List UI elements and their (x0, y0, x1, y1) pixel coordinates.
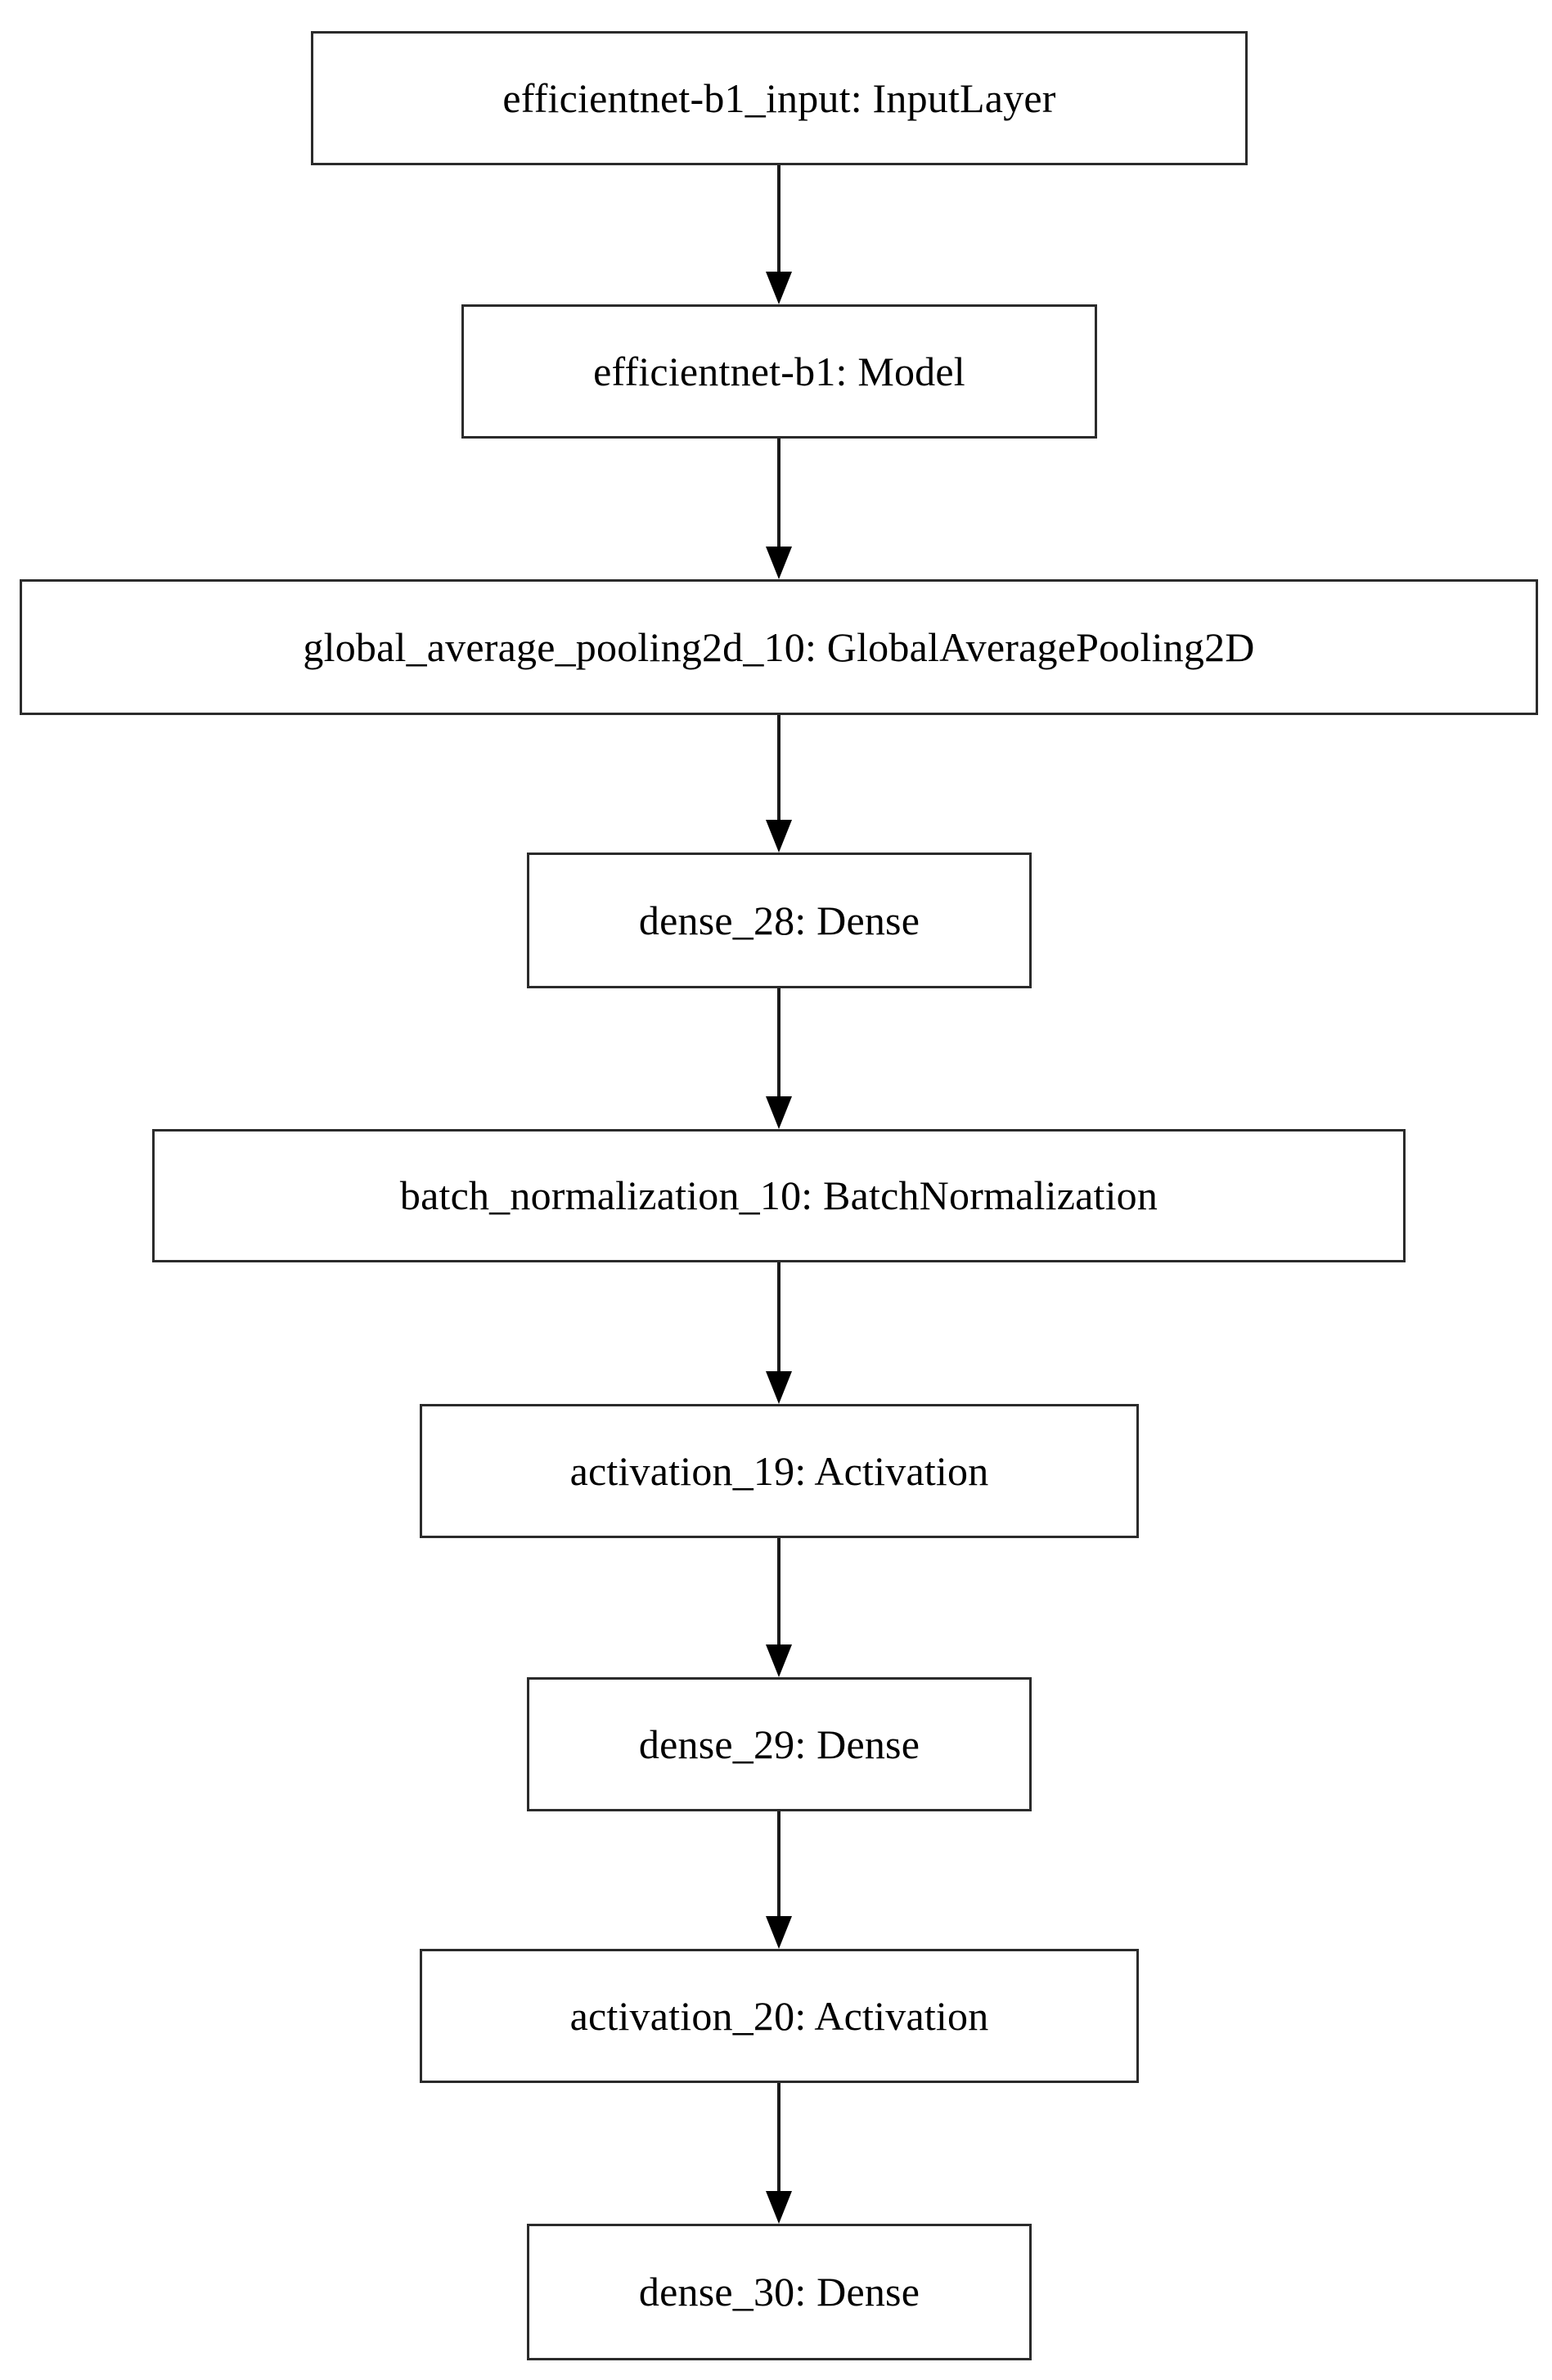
node-activation_19[interactable]: activation_19: Activation (420, 1404, 1139, 1538)
node-batch_normalization_10[interactable]: batch_normalization_10: BatchNormalizati… (152, 1129, 1406, 1262)
node-dense_28[interactable]: dense_28: Dense (527, 853, 1032, 988)
node-label: dense_30: Dense (638, 2269, 920, 2315)
node-label: dense_29: Dense (638, 1721, 920, 1767)
node-label: activation_20: Activation (569, 1992, 989, 2039)
arrowhead-icon (766, 272, 792, 304)
node-dense_29[interactable]: dense_29: Dense (527, 1677, 1032, 1811)
arrowhead-icon (766, 820, 792, 853)
arrowhead-icon (766, 1916, 792, 1949)
edge-line (777, 165, 780, 277)
node-label: efficientnet-b1: Model (593, 348, 965, 394)
edge-line (777, 988, 780, 1101)
node-activation_20[interactable]: activation_20: Activation (420, 1949, 1139, 2083)
arrowhead-icon (766, 547, 792, 579)
node-label: efficientnet-b1_input: InputLayer (502, 74, 1056, 121)
arrowhead-icon (766, 1371, 792, 1404)
node-global_average_pooling2d_10[interactable]: global_average_pooling2d_10: GlobalAvera… (20, 579, 1538, 715)
node-efficientnet-b1_input[interactable]: efficientnet-b1_input: InputLayer (311, 31, 1248, 165)
edge-line (777, 2083, 780, 2196)
node-label: global_average_pooling2d_10: GlobalAvera… (303, 623, 1255, 670)
node-label: activation_19: Activation (569, 1447, 989, 1494)
node-label: batch_normalization_10: BatchNormalizati… (399, 1172, 1158, 1218)
node-label: dense_28: Dense (638, 897, 920, 943)
node-efficientnet-b1[interactable]: efficientnet-b1: Model (461, 304, 1097, 439)
arrowhead-icon (766, 2191, 792, 2224)
edge-line (777, 715, 780, 825)
edge-line (777, 1262, 780, 1376)
edge-line (777, 1538, 780, 1649)
arrowhead-icon (766, 1096, 792, 1129)
arrowhead-icon (766, 1644, 792, 1677)
edge-line (777, 439, 780, 551)
edge-line (777, 1811, 780, 1921)
node-dense_30[interactable]: dense_30: Dense (527, 2224, 1032, 2360)
